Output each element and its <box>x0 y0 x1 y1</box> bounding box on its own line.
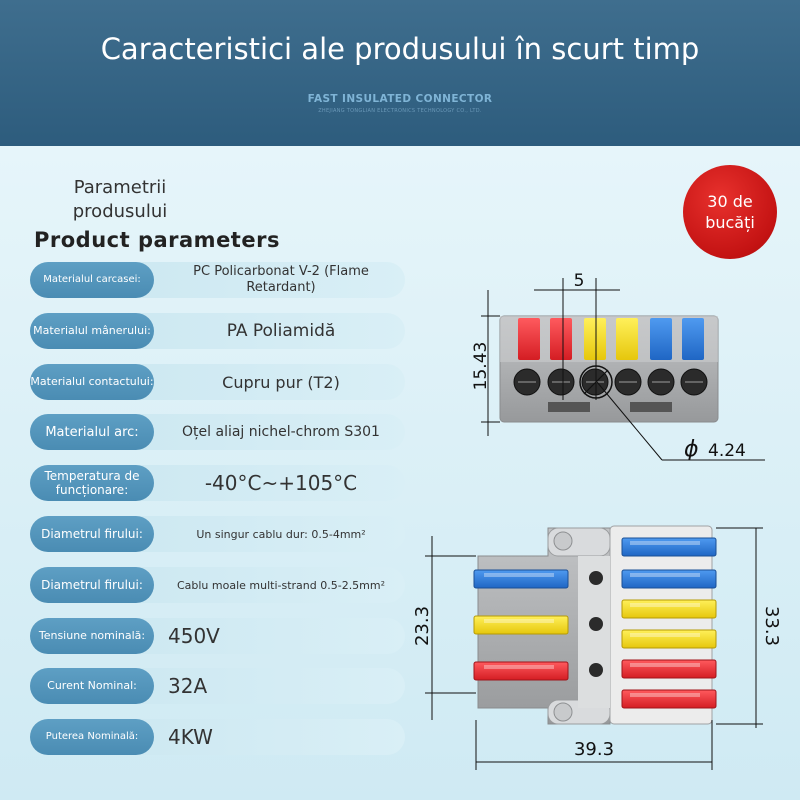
param-row-handle: Materialul mânerului: PA Poliamidă <box>30 313 405 349</box>
param-label: Curent Nominal: <box>30 668 154 704</box>
lever-red <box>550 318 572 360</box>
lever-yellow <box>473 615 569 635</box>
param-value: Cablu moale multi-strand 0.5-2.5mm² <box>176 578 386 592</box>
company-name: ZHEJIANG TONGLIAN ELECTRONICS TECHNOLOGY… <box>318 108 482 114</box>
center-hole <box>589 663 603 677</box>
param-value: Un singur cablu dur: 0.5-4mm² <box>196 527 366 541</box>
param-label: Diametrul firului: <box>30 567 154 603</box>
lever-blue <box>621 537 717 557</box>
lever-yellow <box>621 599 717 619</box>
page-title: Caracteristici ale produsului în scurt t… <box>100 32 700 66</box>
lever-yellow <box>616 318 638 360</box>
dim-pitch: 5 <box>574 271 585 291</box>
param-row-wire-stranded: Diametrul firului: Cablu moale multi-str… <box>30 567 405 603</box>
param-label: Tensiune nominală: <box>30 618 154 654</box>
param-label: Puterea Nominală: <box>30 719 154 755</box>
lever-yellow <box>621 629 717 649</box>
param-label: Materialul mânerului: <box>30 313 154 349</box>
param-row-temperature: Temperatura de funcționare: -40°C~+105°C <box>30 465 405 501</box>
top-view: 23.3 33.3 39.3 <box>412 525 782 770</box>
dim-total-height: 33.3 <box>761 606 782 646</box>
param-value: -40°C~+105°C <box>204 471 358 495</box>
lever-red <box>621 659 717 679</box>
lever-red <box>621 689 717 709</box>
param-value: PA Poliamidă <box>226 321 336 341</box>
params-title-en: Product parameters <box>34 228 280 252</box>
lever-yellow <box>584 318 606 360</box>
lever-red <box>473 661 569 681</box>
param-row-spring: Materialul arc: Oțel aliaj nichel-chrom … <box>30 414 405 450</box>
param-label: Diametrul firului: <box>30 516 154 552</box>
header-banner: Caracteristici ale produsului în scurt t… <box>0 0 800 146</box>
params-title-ro: Parametrii produsului <box>72 177 168 222</box>
param-label: Temperatura de funcționare: <box>30 465 154 501</box>
param-value: Cupru pur (T2) <box>222 372 340 392</box>
dim-height: 15.43 <box>471 342 491 391</box>
param-label: Materialul contactului: <box>30 364 154 400</box>
lever-blue <box>682 318 704 360</box>
param-value: 32A <box>168 674 208 698</box>
param-value: 4KW <box>168 725 213 749</box>
param-value: 450V <box>168 624 220 648</box>
param-row-power: Puterea Nominală: 4KW <box>30 719 405 755</box>
dim-width: 39.3 <box>574 739 614 760</box>
param-label: Materialul arc: <box>30 414 154 450</box>
param-value: PC Policarbonat V-2 (Flame Retardant) <box>193 264 369 295</box>
diameter-symbol: ϕ <box>684 437 699 462</box>
quantity-badge-text: 30 de bucăți <box>705 192 755 232</box>
lever-blue <box>650 318 672 360</box>
quantity-badge: 30 de bucăți <box>683 165 777 259</box>
brand-subtitle: FAST INSULATED CONNECTOR <box>307 93 493 105</box>
center-hole <box>589 571 603 585</box>
param-row-current: Curent Nominal: 32A <box>30 668 405 704</box>
param-row-housing: Materialul carcasei: PC Policarbonat V-2… <box>30 262 405 298</box>
param-row-contact: Materialul contactului: Cupru pur (T2) <box>30 364 405 400</box>
lever-blue <box>621 569 717 589</box>
param-row-voltage: Tensiune nominală: 450V <box>30 618 405 654</box>
dim-hole-diameter: 4.24 <box>708 441 746 461</box>
center-hole <box>589 617 603 631</box>
lever-red <box>518 318 540 360</box>
front-view: 5 15.43 ϕ 4.24 <box>471 271 765 462</box>
dim-side-height: 23.3 <box>412 606 433 646</box>
param-label: Materialul carcasei: <box>30 262 154 298</box>
lever-blue <box>473 569 569 589</box>
param-value: Oțel aliaj nichel-chrom S301 <box>182 424 380 440</box>
param-row-wire-solid: Diametrul firului: Un singur cablu dur: … <box>30 516 405 552</box>
